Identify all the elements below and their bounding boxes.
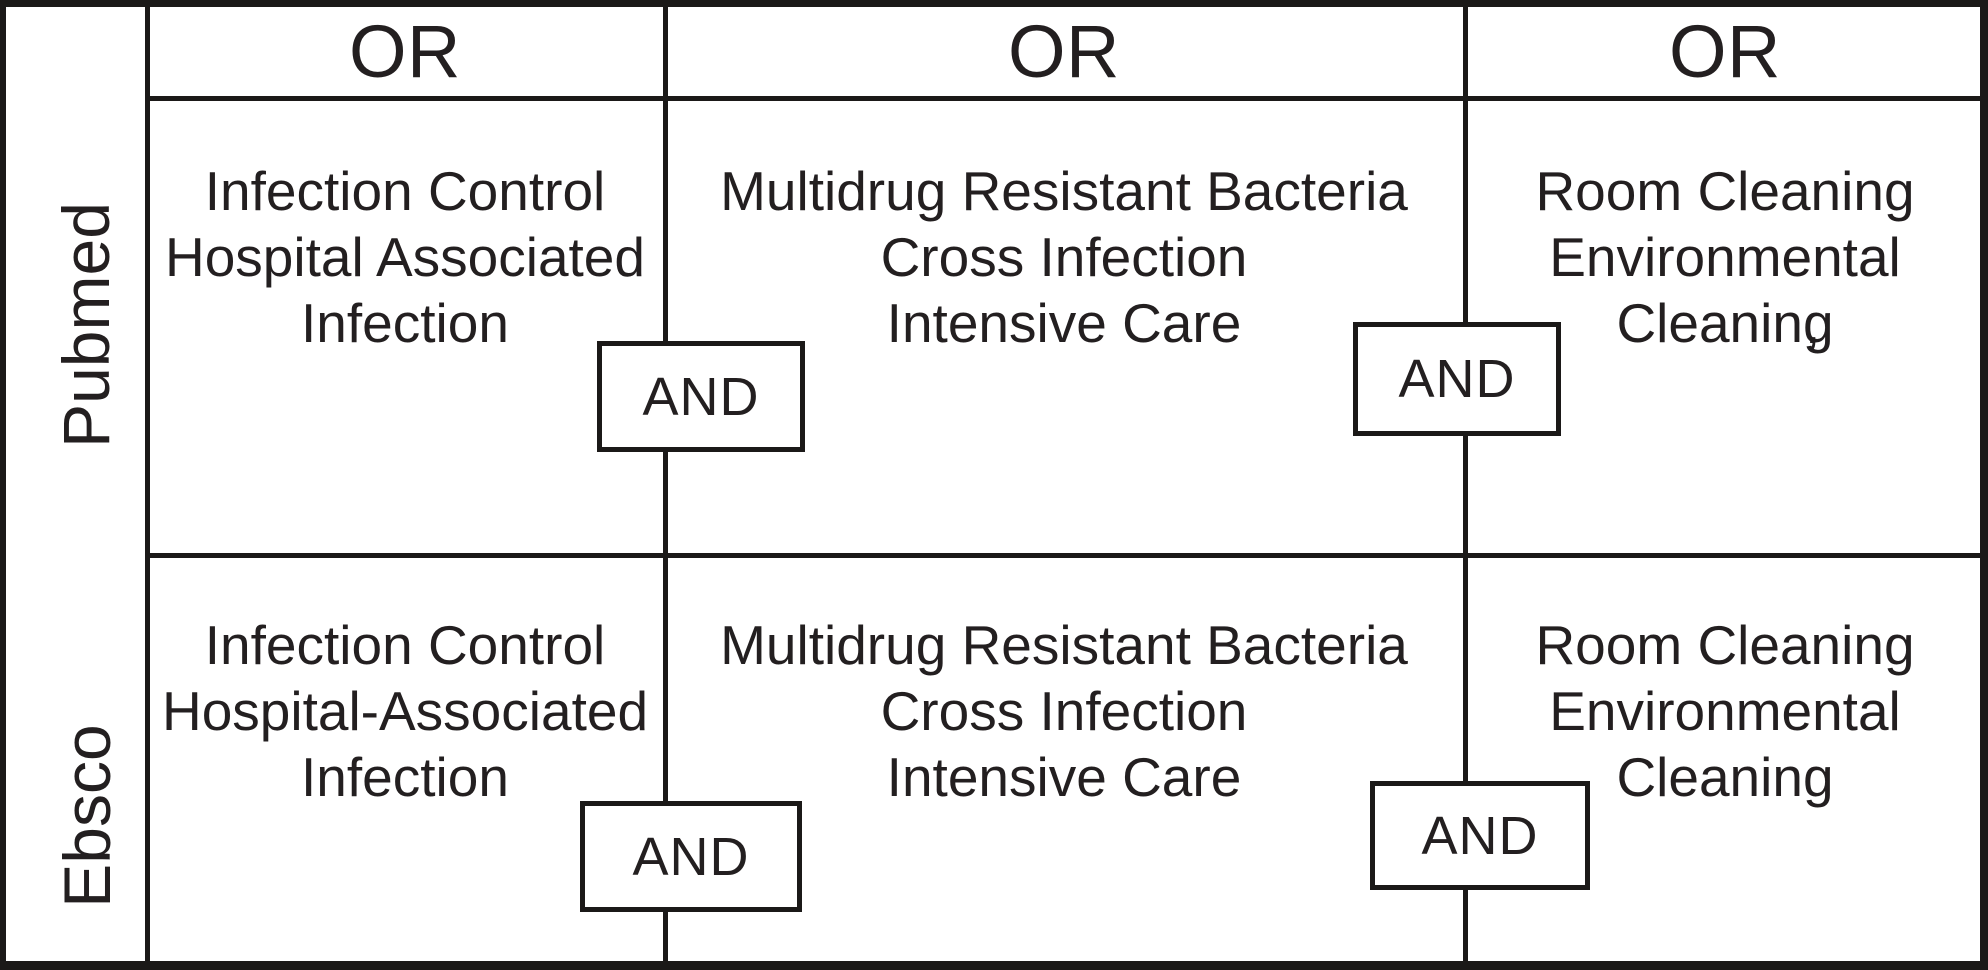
- search-term: Infection: [301, 746, 509, 808]
- search-term: Room Cleaning: [1535, 614, 1915, 676]
- and-box-ebsco-1: AND: [580, 801, 802, 912]
- grid-line-label-divider: [145, 0, 150, 970]
- and-box-pubmed-2: AND: [1353, 322, 1561, 436]
- grid-line-header-bottom: [145, 96, 1988, 101]
- header-or-concept1: OR: [349, 10, 461, 93]
- search-term: Cross Infection: [880, 226, 1248, 288]
- header-or-concept3: OR: [1669, 10, 1781, 93]
- search-term: Hospital-Associated: [161, 680, 649, 742]
- header-or-concept2: OR: [1008, 10, 1120, 93]
- cell-ebsco-concept3: Room Cleaning Environmental Cleaning: [1468, 612, 1982, 810]
- search-term: Infection Control: [204, 614, 606, 676]
- search-term: Cross Infection: [880, 680, 1248, 742]
- cell-ebsco-concept1: Infection Control Hospital-Associated In…: [150, 612, 660, 810]
- search-term: Environmental: [1549, 226, 1901, 288]
- grid-line-col1-col2-divider: [663, 0, 668, 970]
- search-term: Infection Control: [204, 160, 606, 222]
- search-term: Cleaning: [1616, 746, 1834, 808]
- search-term: Environmental: [1549, 680, 1901, 742]
- cell-pubmed-concept3: Room Cleaning Environmental Cleaning: [1468, 158, 1982, 356]
- grid-line-row-divider: [145, 553, 1988, 558]
- search-term: Multidrug Resistant Bacteria: [720, 160, 1408, 222]
- row-label-ebsco: Ebsco: [50, 724, 124, 908]
- search-term: Infection: [301, 292, 509, 354]
- search-term: Multidrug Resistant Bacteria: [720, 614, 1408, 676]
- and-box-pubmed-1: AND: [597, 341, 805, 452]
- stray-comma-mark: ,: [1805, 293, 1821, 355]
- search-term: Intensive Care: [886, 746, 1242, 808]
- cell-pubmed-concept2: Multidrug Resistant Bacteria Cross Infec…: [668, 158, 1460, 356]
- search-term: Intensive Care: [886, 292, 1242, 354]
- search-term: Room Cleaning: [1535, 160, 1915, 222]
- cell-ebsco-concept2: Multidrug Resistant Bacteria Cross Infec…: [668, 612, 1460, 810]
- row-label-pubmed: Pubmed: [49, 202, 123, 448]
- and-box-ebsco-2: AND: [1370, 781, 1590, 890]
- search-term: Cleaning: [1616, 292, 1834, 354]
- search-term: Hospital Associated: [165, 226, 645, 288]
- cell-pubmed-concept1: Infection Control Hospital Associated In…: [150, 158, 660, 356]
- grid-line-col2-col3-divider: [1463, 0, 1468, 970]
